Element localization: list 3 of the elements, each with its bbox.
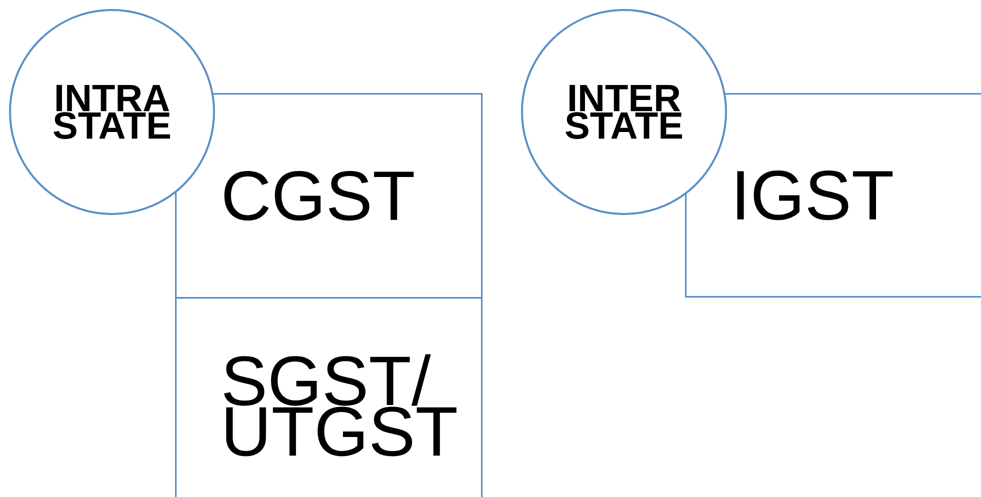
circle-label: INTRA STATE — [9, 9, 215, 215]
circle-label: INTER STATE — [521, 9, 727, 215]
tax-box: SGST/ UTGST — [175, 297, 483, 497]
